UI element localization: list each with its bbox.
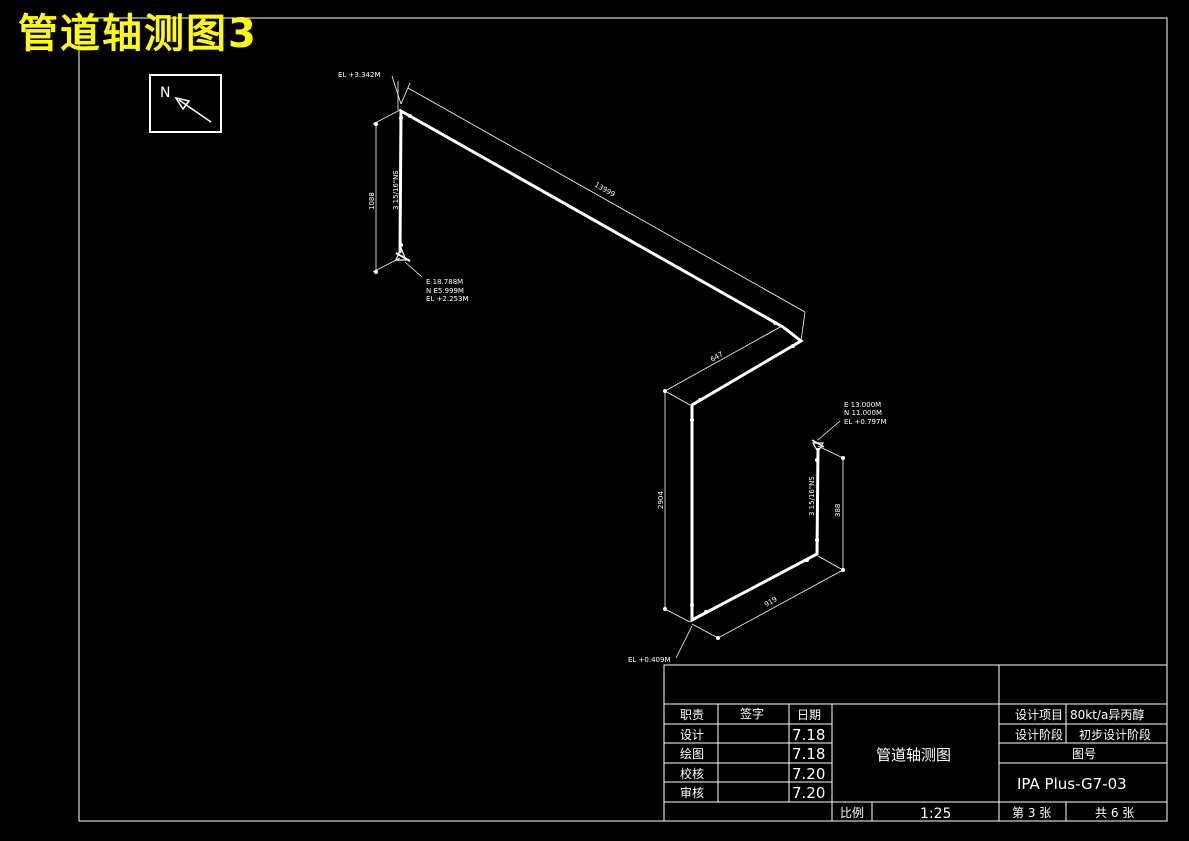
tb-project-label: 设计项目 — [1015, 708, 1063, 722]
start-coord-e: E 18.788M — [426, 278, 463, 286]
pipe-size-left: 3 15/16"NS — [392, 170, 400, 210]
tb-row-role: 设计 — [680, 728, 704, 742]
tb-scale-label: 比例 — [840, 806, 864, 820]
tb-row-role: 绘图 — [680, 746, 704, 761]
pipe-route — [395, 108, 825, 623]
tb-drawing-no: IPA Plus-G7-03 — [1017, 775, 1127, 793]
dim-left-vertical: 1088 — [368, 192, 376, 210]
start-coord-n: N E5.999M — [426, 287, 464, 295]
end-coord-e: E 13.000M — [844, 401, 881, 409]
dim-mid-vertical: 2904 — [657, 491, 665, 509]
dim-top-run: 13999 — [593, 181, 616, 199]
end-coord-el: EL +0.797M — [844, 418, 887, 426]
tb-row-date: 7.20 — [792, 784, 825, 802]
drawing-frame — [78, 17, 1168, 822]
title-block — [663, 664, 1168, 822]
tb-scale-value: 1:25 — [920, 806, 951, 822]
tb-stage-label: 设计阶段 — [1015, 727, 1063, 742]
tb-sheet-total: 共 6 张 — [1095, 806, 1134, 820]
annotations: EL +3.342M 13999 1088 3 15/16"NS E 18.78… — [338, 71, 887, 664]
north-arrow: N — [149, 74, 222, 133]
start-coord-el: EL +2.253M — [426, 295, 469, 303]
tb-stage-value: 初步设计阶段 — [1079, 727, 1151, 742]
tb-drawing-no-label: 图号 — [1072, 747, 1096, 761]
tb-row-role: 校核 — [680, 766, 704, 781]
north-label: N — [160, 85, 170, 101]
tb-row-date: 7.20 — [792, 765, 825, 783]
pipe-line — [398, 108, 820, 623]
elevation-top: EL +3.342M — [338, 71, 381, 79]
tb-sheet-no: 第 3 张 — [1012, 806, 1051, 820]
tb-col-sign: 签字 — [740, 706, 764, 721]
weld-points — [399, 114, 819, 614]
tb-row-date: 7.18 — [792, 726, 825, 744]
tb-col-date: 日期 — [797, 708, 821, 722]
tb-row-role: 审核 — [680, 785, 704, 800]
dimension-lines — [372, 75, 844, 659]
tb-col-role: 职责 — [680, 708, 704, 722]
sheet-title: 管道轴测图3 — [18, 11, 258, 57]
end-coord-n: N 11.000M — [844, 409, 882, 417]
tb-drawing-name: 管道轴测图 — [876, 746, 951, 764]
pipe-start-arrow — [395, 246, 407, 261]
elevation-bottom: EL +0.409M — [628, 656, 671, 664]
tb-row-date: 7.18 — [792, 745, 825, 763]
title-block-text: 职责 签字 日期 设计 绘图 校核 审核 7.18 7.18 7.20 7.20… — [680, 706, 1151, 822]
dim-bottom-run: 919 — [763, 595, 779, 608]
pipe-size-right: 3 15/16"NS — [808, 476, 816, 516]
dimension-ticks — [374, 122, 845, 640]
tb-project-value: 80kt/a异丙醇 — [1070, 707, 1144, 722]
dim-right-vertical: 388 — [834, 504, 842, 517]
